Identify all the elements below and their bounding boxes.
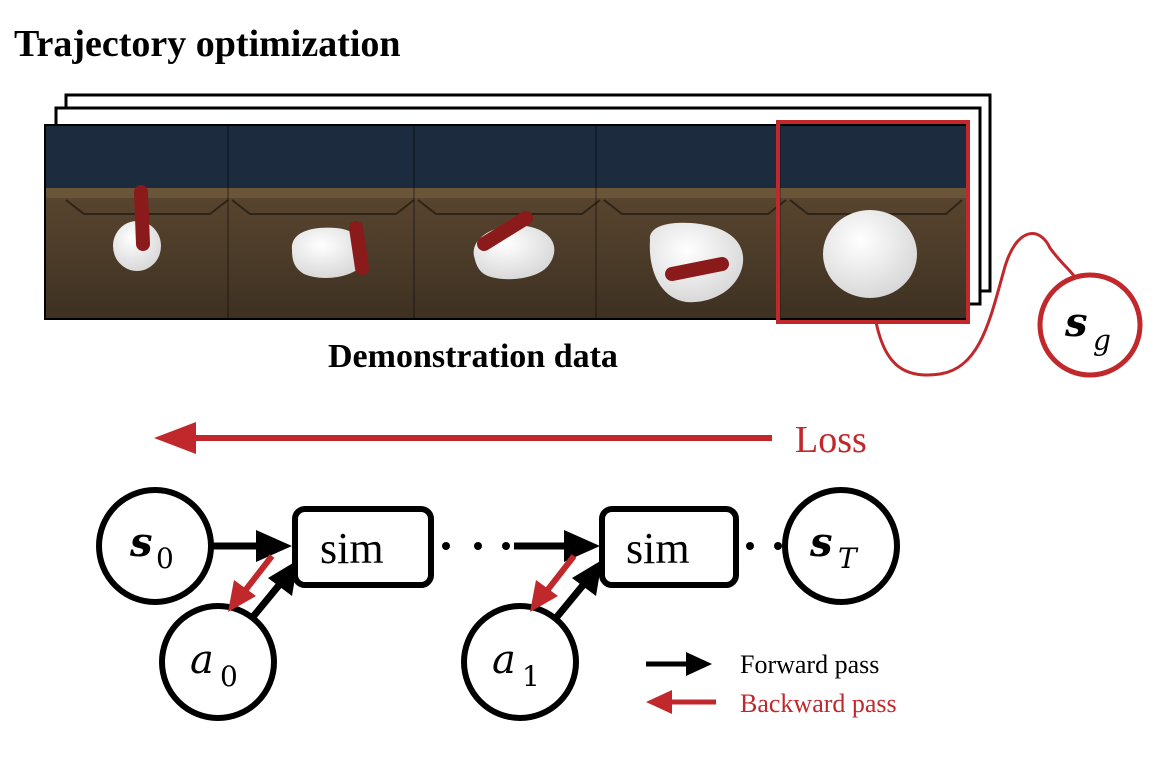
rolling-pin: [349, 221, 369, 275]
sim-2-box: [599, 506, 739, 588]
action-node-a0: a 0: [159, 603, 277, 721]
s0-circle: [96, 487, 214, 605]
goal-frame-highlight: [776, 120, 970, 324]
loss-label: Loss: [795, 419, 867, 461]
action-node-a1: a 1: [461, 603, 579, 721]
legend-backward-label: Backward pass: [740, 689, 897, 718]
ellipsis-dots-1: [442, 542, 510, 550]
rolling-pin: [665, 257, 729, 281]
ellipsis-dots-2: [746, 542, 782, 550]
state-node-s0: s 0: [96, 487, 214, 605]
goal-circle: [1037, 272, 1143, 378]
sim-1-label: sim: [320, 524, 384, 573]
frame-1-dough-roller: [113, 185, 161, 271]
goal-state-node: s g: [1037, 272, 1143, 378]
table-bevels: [65, 199, 963, 215]
backward-arrowhead-sim-a1: [530, 580, 558, 612]
sT-symbol: s: [809, 519, 833, 566]
legend-forward-arrowhead: [686, 652, 712, 676]
backward-arrowhead-sim-a0: [228, 580, 256, 612]
frame-5-goal-dough: [823, 210, 917, 298]
a1-symbol: a: [492, 637, 516, 683]
sim-1-box: [292, 506, 434, 588]
frame-2-dough-roller: [291, 221, 369, 278]
forward-arrowhead-to-sim2: [564, 530, 600, 562]
sky-band: [46, 126, 966, 188]
a1-subscript: 1: [522, 660, 540, 693]
legend-forward-label: Forward pass: [740, 650, 879, 679]
a1-circle: [461, 603, 579, 721]
frame-4-dough-roller: [649, 222, 744, 303]
computation-graph: s 0 sim sim s: [96, 487, 900, 721]
goal-symbol: s: [1064, 299, 1088, 346]
sT-subscript: T: [838, 542, 859, 575]
loss-arrow: Loss: [154, 419, 867, 461]
forward-arrow-a1-sim: [553, 581, 587, 621]
table-edge: [46, 188, 966, 198]
dough: [291, 227, 366, 278]
a0-subscript: 0: [220, 660, 238, 693]
rolling-pin: [134, 185, 150, 251]
frame-3-dough-roller: [473, 211, 555, 280]
flattened-dough: [823, 210, 917, 298]
s0-symbol: s: [129, 519, 153, 566]
sT-circle: [782, 487, 900, 605]
backward-arrow-sim-a1: [543, 554, 577, 594]
loss-arrow-head: [154, 422, 196, 454]
goal-connector: [874, 232, 1076, 377]
rolling-pin: [477, 211, 533, 251]
forward-arrow-a0-sim: [249, 581, 283, 621]
goal-subscript: g: [1093, 324, 1111, 357]
sim-box-1: sim: [292, 506, 434, 588]
sim-2-label: sim: [626, 524, 690, 573]
state-node-sT: s T: [782, 487, 900, 605]
legend-backward-arrowhead: [646, 690, 672, 714]
legend: Forward pass Backward pass: [646, 650, 897, 718]
a0-symbol: a: [190, 637, 214, 683]
forward-arrowhead-a1-sim: [572, 560, 602, 596]
forward-arrowhead-s0-sim: [256, 530, 292, 562]
figure-title: Trajectory optimization: [14, 23, 401, 65]
forward-arrowhead-a0-sim: [268, 560, 298, 596]
demonstration-filmstrip: [44, 124, 968, 320]
sim-box-2: sim: [599, 506, 739, 588]
s0-subscript: 0: [156, 542, 174, 575]
demonstration-caption: Demonstration data: [328, 338, 618, 375]
a0-circle: [159, 603, 277, 721]
backward-arrow-sim-a0: [241, 554, 275, 594]
